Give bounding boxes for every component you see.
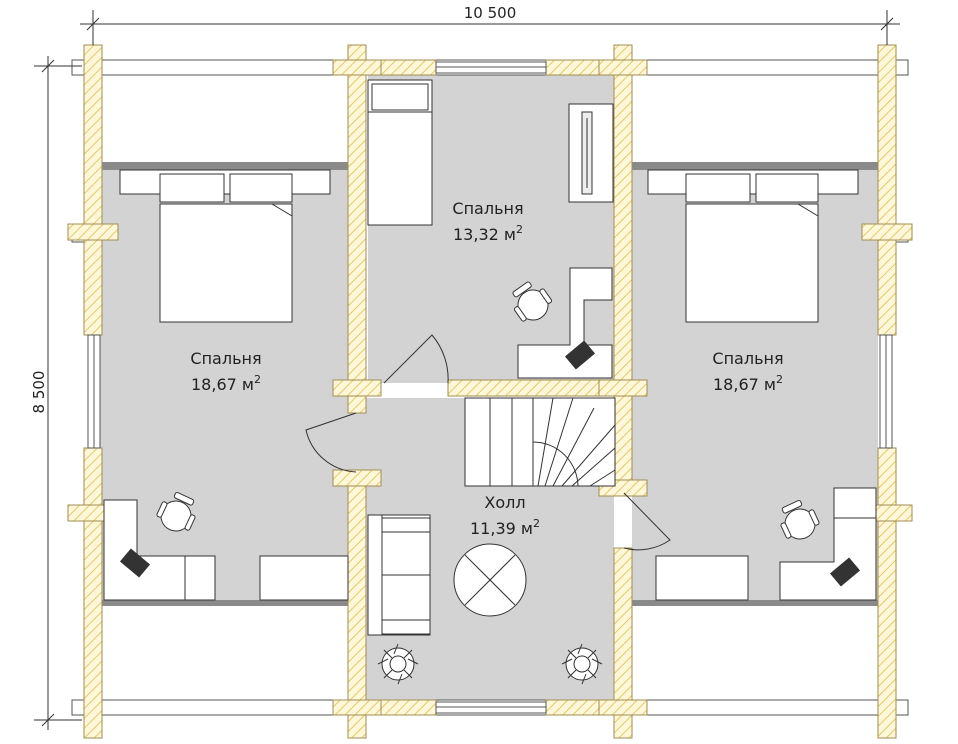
wall-inner-left-lower: [347, 479, 367, 739]
chest-right: [655, 555, 749, 601]
door-left-bedroom: [305, 412, 357, 473]
door-center-bedroom: [383, 334, 449, 384]
double-bed: [159, 203, 293, 323]
room-unit: м: [764, 375, 776, 394]
office-chair-icon: [512, 281, 553, 322]
dimension-height-label: 8 500: [30, 371, 48, 414]
plant-icon-left: [377, 643, 419, 685]
svg-text:18,67 м2: 18,67 м2: [713, 373, 783, 394]
doors: [305, 334, 671, 551]
svg-text:18,67 м2: 18,67 м2: [191, 373, 261, 394]
room-unit-sup: 2: [776, 373, 783, 386]
room-label-bedroom-center: Спальня 13,32 м2: [452, 199, 523, 244]
pillow-right-r: [755, 173, 819, 203]
room-unit: м: [242, 375, 254, 394]
wall-inner-right-upper: [613, 44, 633, 494]
svg-text:11,39 м2: 11,39 м2: [470, 517, 540, 538]
furniture-right-bedroom: [647, 169, 877, 601]
chest-left: [259, 555, 349, 601]
room-label-bedroom-right: Спальня 18,67 м2: [712, 349, 783, 394]
furniture-hall: [367, 514, 603, 685]
office-chair-icon-right: [780, 499, 820, 540]
headboard: [119, 169, 331, 195]
door-right-bedroom: [623, 492, 671, 551]
plant-icon-right: [561, 643, 603, 685]
room-name: Спальня: [452, 199, 523, 218]
pillow: [371, 83, 429, 111]
wall-right-lower: [877, 447, 897, 739]
room-unit: м: [521, 519, 533, 538]
wall-left-lower: [83, 447, 103, 739]
office-chair-icon-left: [156, 491, 196, 532]
furniture-left-bedroom: [103, 169, 349, 601]
room-area: 18,67: [191, 375, 237, 394]
room-unit: м: [504, 225, 516, 244]
pillow-left: [159, 173, 225, 203]
room-unit-sup: 2: [254, 373, 261, 386]
laptop-icon-left: [119, 548, 151, 578]
svg-text:13,32 м2: 13,32 м2: [453, 223, 523, 244]
room-area: 11,39: [470, 519, 516, 538]
room-label-bedroom-left: Спальня 18,67 м2: [190, 349, 261, 394]
wall-inner-left-upper: [347, 44, 367, 414]
wall-right-upper: [877, 44, 897, 336]
laptop-icon-right: [829, 557, 861, 587]
pillow-left-r: [685, 173, 751, 203]
headboard-right: [647, 169, 859, 195]
laptop-icon: [564, 340, 596, 370]
wall-inner-right-lower: [613, 547, 633, 739]
wall-left-upper: [83, 44, 103, 336]
room-name: Холл: [484, 493, 525, 512]
pillow-right: [229, 173, 293, 203]
dimension-width-label: 10 500: [464, 4, 517, 22]
room-unit-sup: 2: [516, 223, 523, 236]
room-label-hall: Холл 11,39 м2: [470, 493, 540, 538]
room-area: 18,67: [713, 375, 759, 394]
staircase: [464, 397, 616, 487]
round-table-icon: [453, 543, 527, 617]
room-unit-sup: 2: [533, 517, 540, 530]
double-bed-right: [685, 203, 819, 323]
room-name: Спальня: [190, 349, 261, 368]
dimension-lines: [34, 10, 900, 730]
room-area: 13,32: [453, 225, 499, 244]
furniture-center-bedroom: [367, 79, 614, 379]
windows: [87, 61, 893, 714]
room-name: Спальня: [712, 349, 783, 368]
